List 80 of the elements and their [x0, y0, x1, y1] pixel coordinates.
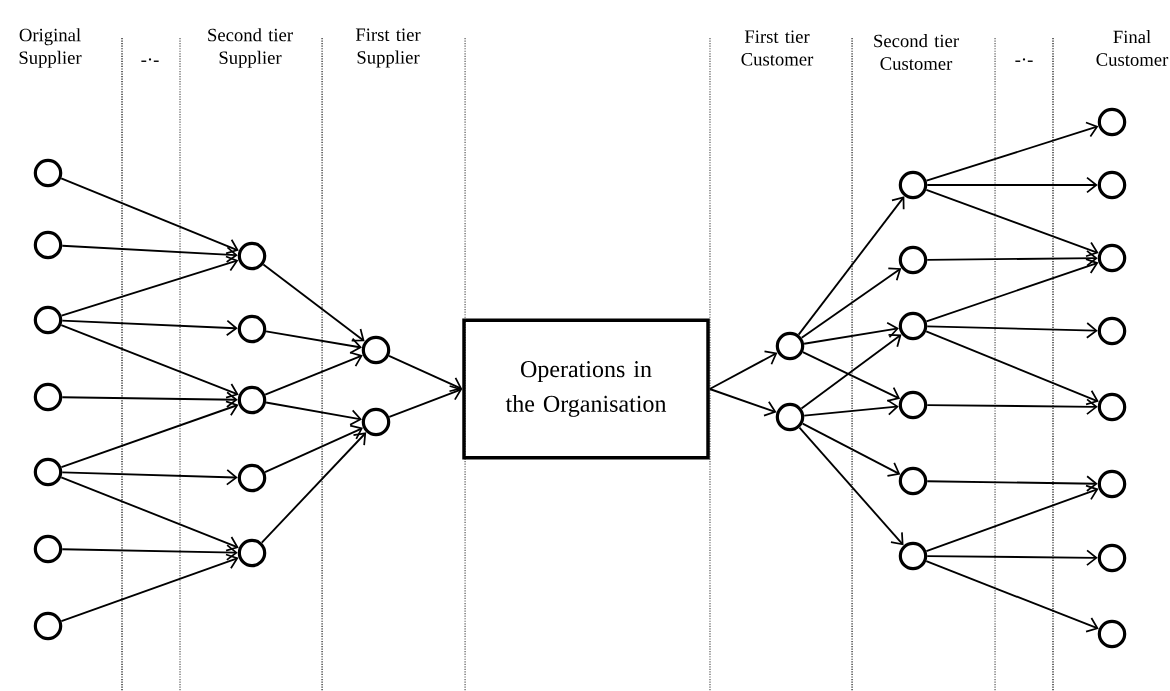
- arrow: [925, 330, 1099, 406]
- arrow: [803, 321, 899, 345]
- node-circle: [1097, 392, 1127, 422]
- arrow: [265, 330, 362, 354]
- arrow: [60, 177, 239, 255]
- node-circle: [33, 305, 63, 335]
- node-circle: [775, 331, 805, 361]
- node-circle: [33, 158, 63, 188]
- node-circle: [898, 245, 928, 275]
- arrow: [926, 398, 1098, 415]
- node-circle: [237, 538, 267, 568]
- node-circle: [33, 230, 63, 260]
- node-circle: [1097, 170, 1127, 200]
- arrow: [803, 399, 899, 417]
- column-heading: Original Supplier: [19, 28, 82, 68]
- arrow: [265, 401, 362, 426]
- arrow: [708, 350, 778, 390]
- column-heading: -·-: [141, 58, 159, 62]
- arrow: [61, 319, 238, 337]
- node-circle: [361, 407, 391, 437]
- arrow: [797, 196, 905, 336]
- node-circle: [898, 541, 928, 571]
- arrow: [926, 322, 1098, 339]
- arrow: [60, 553, 239, 623]
- node-circle: [33, 457, 63, 487]
- arrow: [260, 432, 367, 544]
- node-circle: [898, 390, 928, 420]
- node-circle: [1097, 316, 1127, 346]
- node-circle: [1097, 469, 1127, 499]
- arrow: [926, 475, 1098, 492]
- node-circle: [33, 534, 63, 564]
- arrow: [800, 334, 902, 410]
- node-circle: [898, 466, 928, 496]
- node-circle: [1097, 107, 1127, 137]
- operations-box: Operations in the Organisation: [462, 318, 710, 460]
- arrow: [61, 244, 238, 263]
- arrow: [801, 422, 901, 477]
- column-heading: Second tier Customer: [874, 34, 959, 70]
- arrow: [60, 324, 239, 399]
- node-circle: [237, 463, 267, 493]
- node-circle: [898, 311, 928, 341]
- arrow: [926, 549, 1098, 566]
- column-heading: Final Customer: [1096, 30, 1169, 66]
- arrow: [925, 258, 1099, 323]
- node-circle: [1097, 243, 1127, 273]
- arrow: [61, 544, 238, 561]
- node-circle: [33, 382, 63, 412]
- arrow: [264, 424, 363, 474]
- arrow: [60, 400, 239, 469]
- arrow: [926, 176, 1098, 194]
- arrow: [61, 391, 238, 408]
- node-circle: [361, 335, 391, 365]
- arrow: [798, 426, 904, 546]
- arrow: [388, 385, 463, 418]
- node-circle: [237, 241, 267, 271]
- node-circle: [33, 611, 63, 641]
- arrow: [60, 255, 239, 317]
- arrow: [926, 250, 1098, 267]
- node-circle: [237, 314, 267, 344]
- node-circle: [1097, 619, 1127, 649]
- arrow: [708, 388, 777, 417]
- arrow: [262, 263, 365, 342]
- arrow: [60, 476, 239, 552]
- column-heading: Second tier Supplier: [208, 28, 293, 68]
- arrow: [925, 121, 1099, 182]
- node-circle: [1097, 543, 1127, 573]
- column-heading: First tier Supplier: [355, 28, 421, 68]
- node-circle: [775, 402, 805, 432]
- arrow: [925, 188, 1099, 258]
- column-heading: -·-: [1015, 58, 1033, 62]
- node-circle: [237, 385, 267, 415]
- arrow: [264, 351, 363, 396]
- arrow: [800, 267, 902, 339]
- column-heading: First tier Customer: [741, 30, 814, 66]
- arrow: [801, 351, 901, 402]
- arrow: [925, 560, 1099, 633]
- arrow: [61, 469, 238, 486]
- arrow: [925, 484, 1099, 553]
- arrow: [388, 354, 463, 393]
- node-circle: [898, 170, 928, 200]
